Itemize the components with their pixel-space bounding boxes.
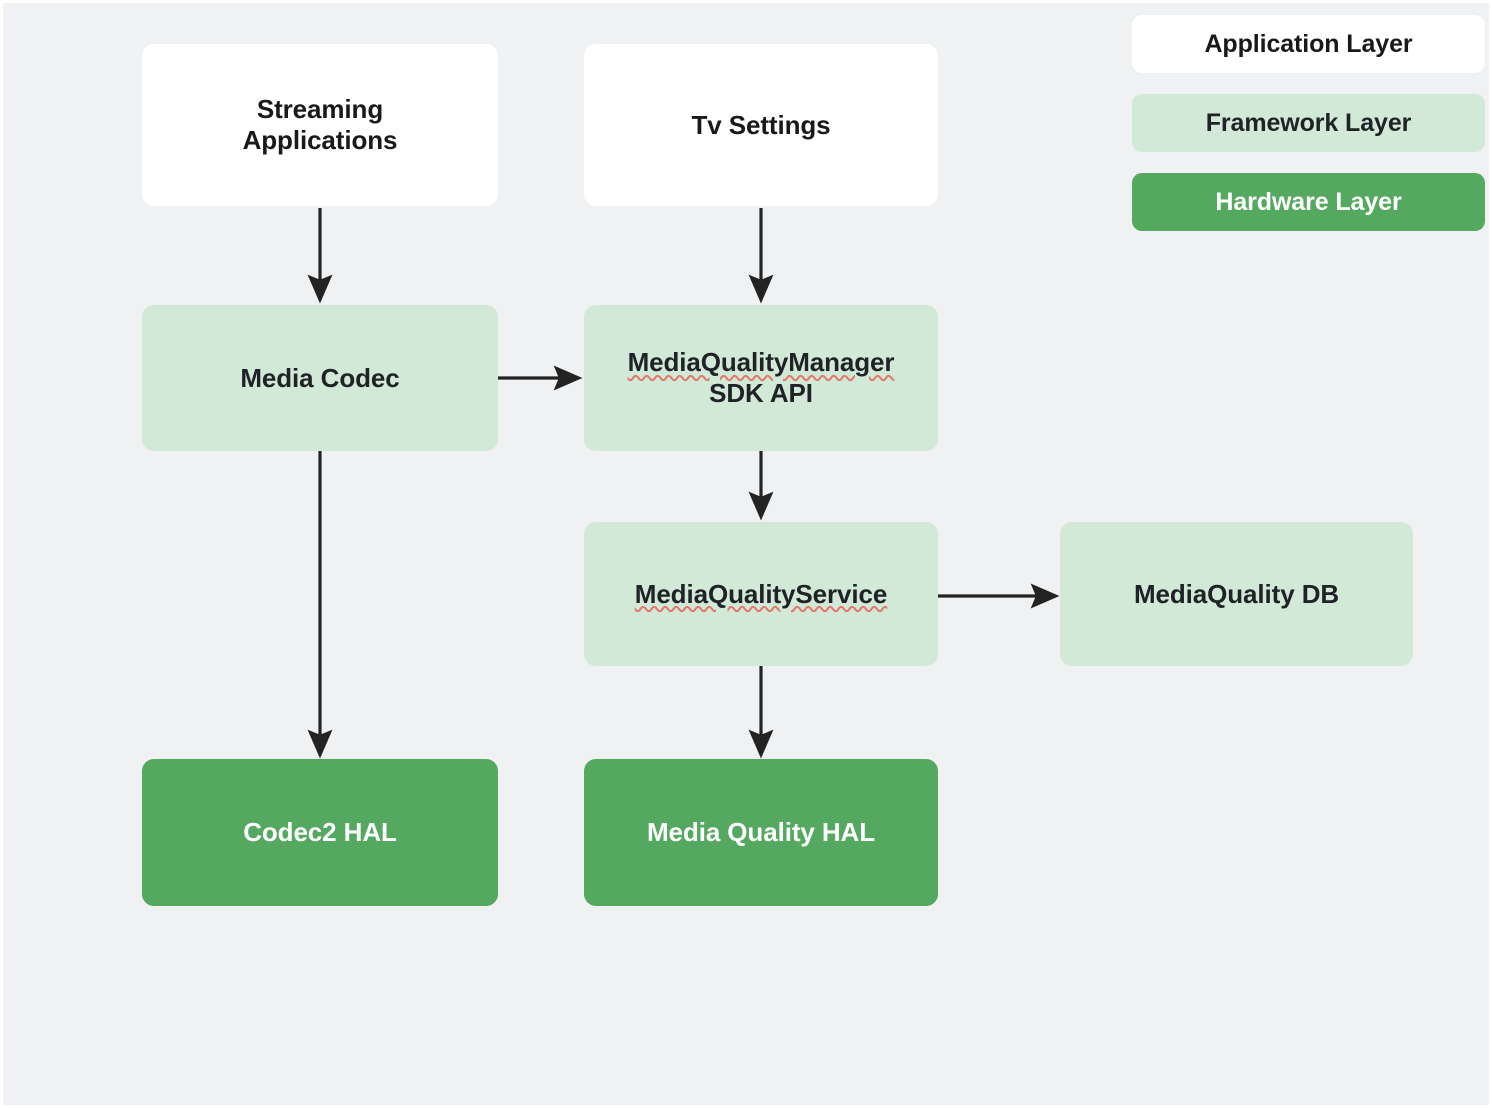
- node-media-quality-hal-label: Media Quality HAL: [647, 817, 875, 848]
- legend-item-framework-layer-label: Framework Layer: [1205, 108, 1412, 137]
- node-tv-settings-label: Tv Settings: [691, 109, 831, 140]
- node-mediaqualityservice[interactable]: MediaQualityService: [584, 522, 938, 666]
- node-codec2-hal-label: Codec2 HAL: [243, 817, 397, 848]
- legend-item-framework-layer[interactable]: Framework Layer: [1132, 94, 1485, 152]
- legend-item-application-layer-label: Application Layer: [1204, 29, 1413, 58]
- legend-item-application-layer[interactable]: Application Layer: [1132, 15, 1485, 73]
- node-mediaquality-db-label: MediaQuality DB: [1133, 578, 1340, 609]
- node-media-codec[interactable]: Media Codec: [142, 305, 498, 451]
- node-mediaquality-db[interactable]: MediaQuality DB: [1060, 522, 1413, 666]
- node-mediaqualityservice-label: MediaQualityService: [634, 578, 888, 609]
- node-media-codec-label: Media Codec: [240, 362, 400, 393]
- misspelled-word-mediaqualitymanager: MediaQualityManager: [627, 347, 895, 378]
- legend-item-hardware-layer-label: Hardware Layer: [1215, 187, 1402, 216]
- node-media-quality-hal[interactable]: Media Quality HAL: [584, 759, 938, 906]
- legend: Application Layer Framework Layer Hardwa…: [1132, 15, 1485, 231]
- node-codec2-hal[interactable]: Codec2 HAL: [142, 759, 498, 906]
- node-tv-settings[interactable]: Tv Settings: [584, 44, 938, 206]
- legend-item-hardware-layer[interactable]: Hardware Layer: [1132, 173, 1485, 231]
